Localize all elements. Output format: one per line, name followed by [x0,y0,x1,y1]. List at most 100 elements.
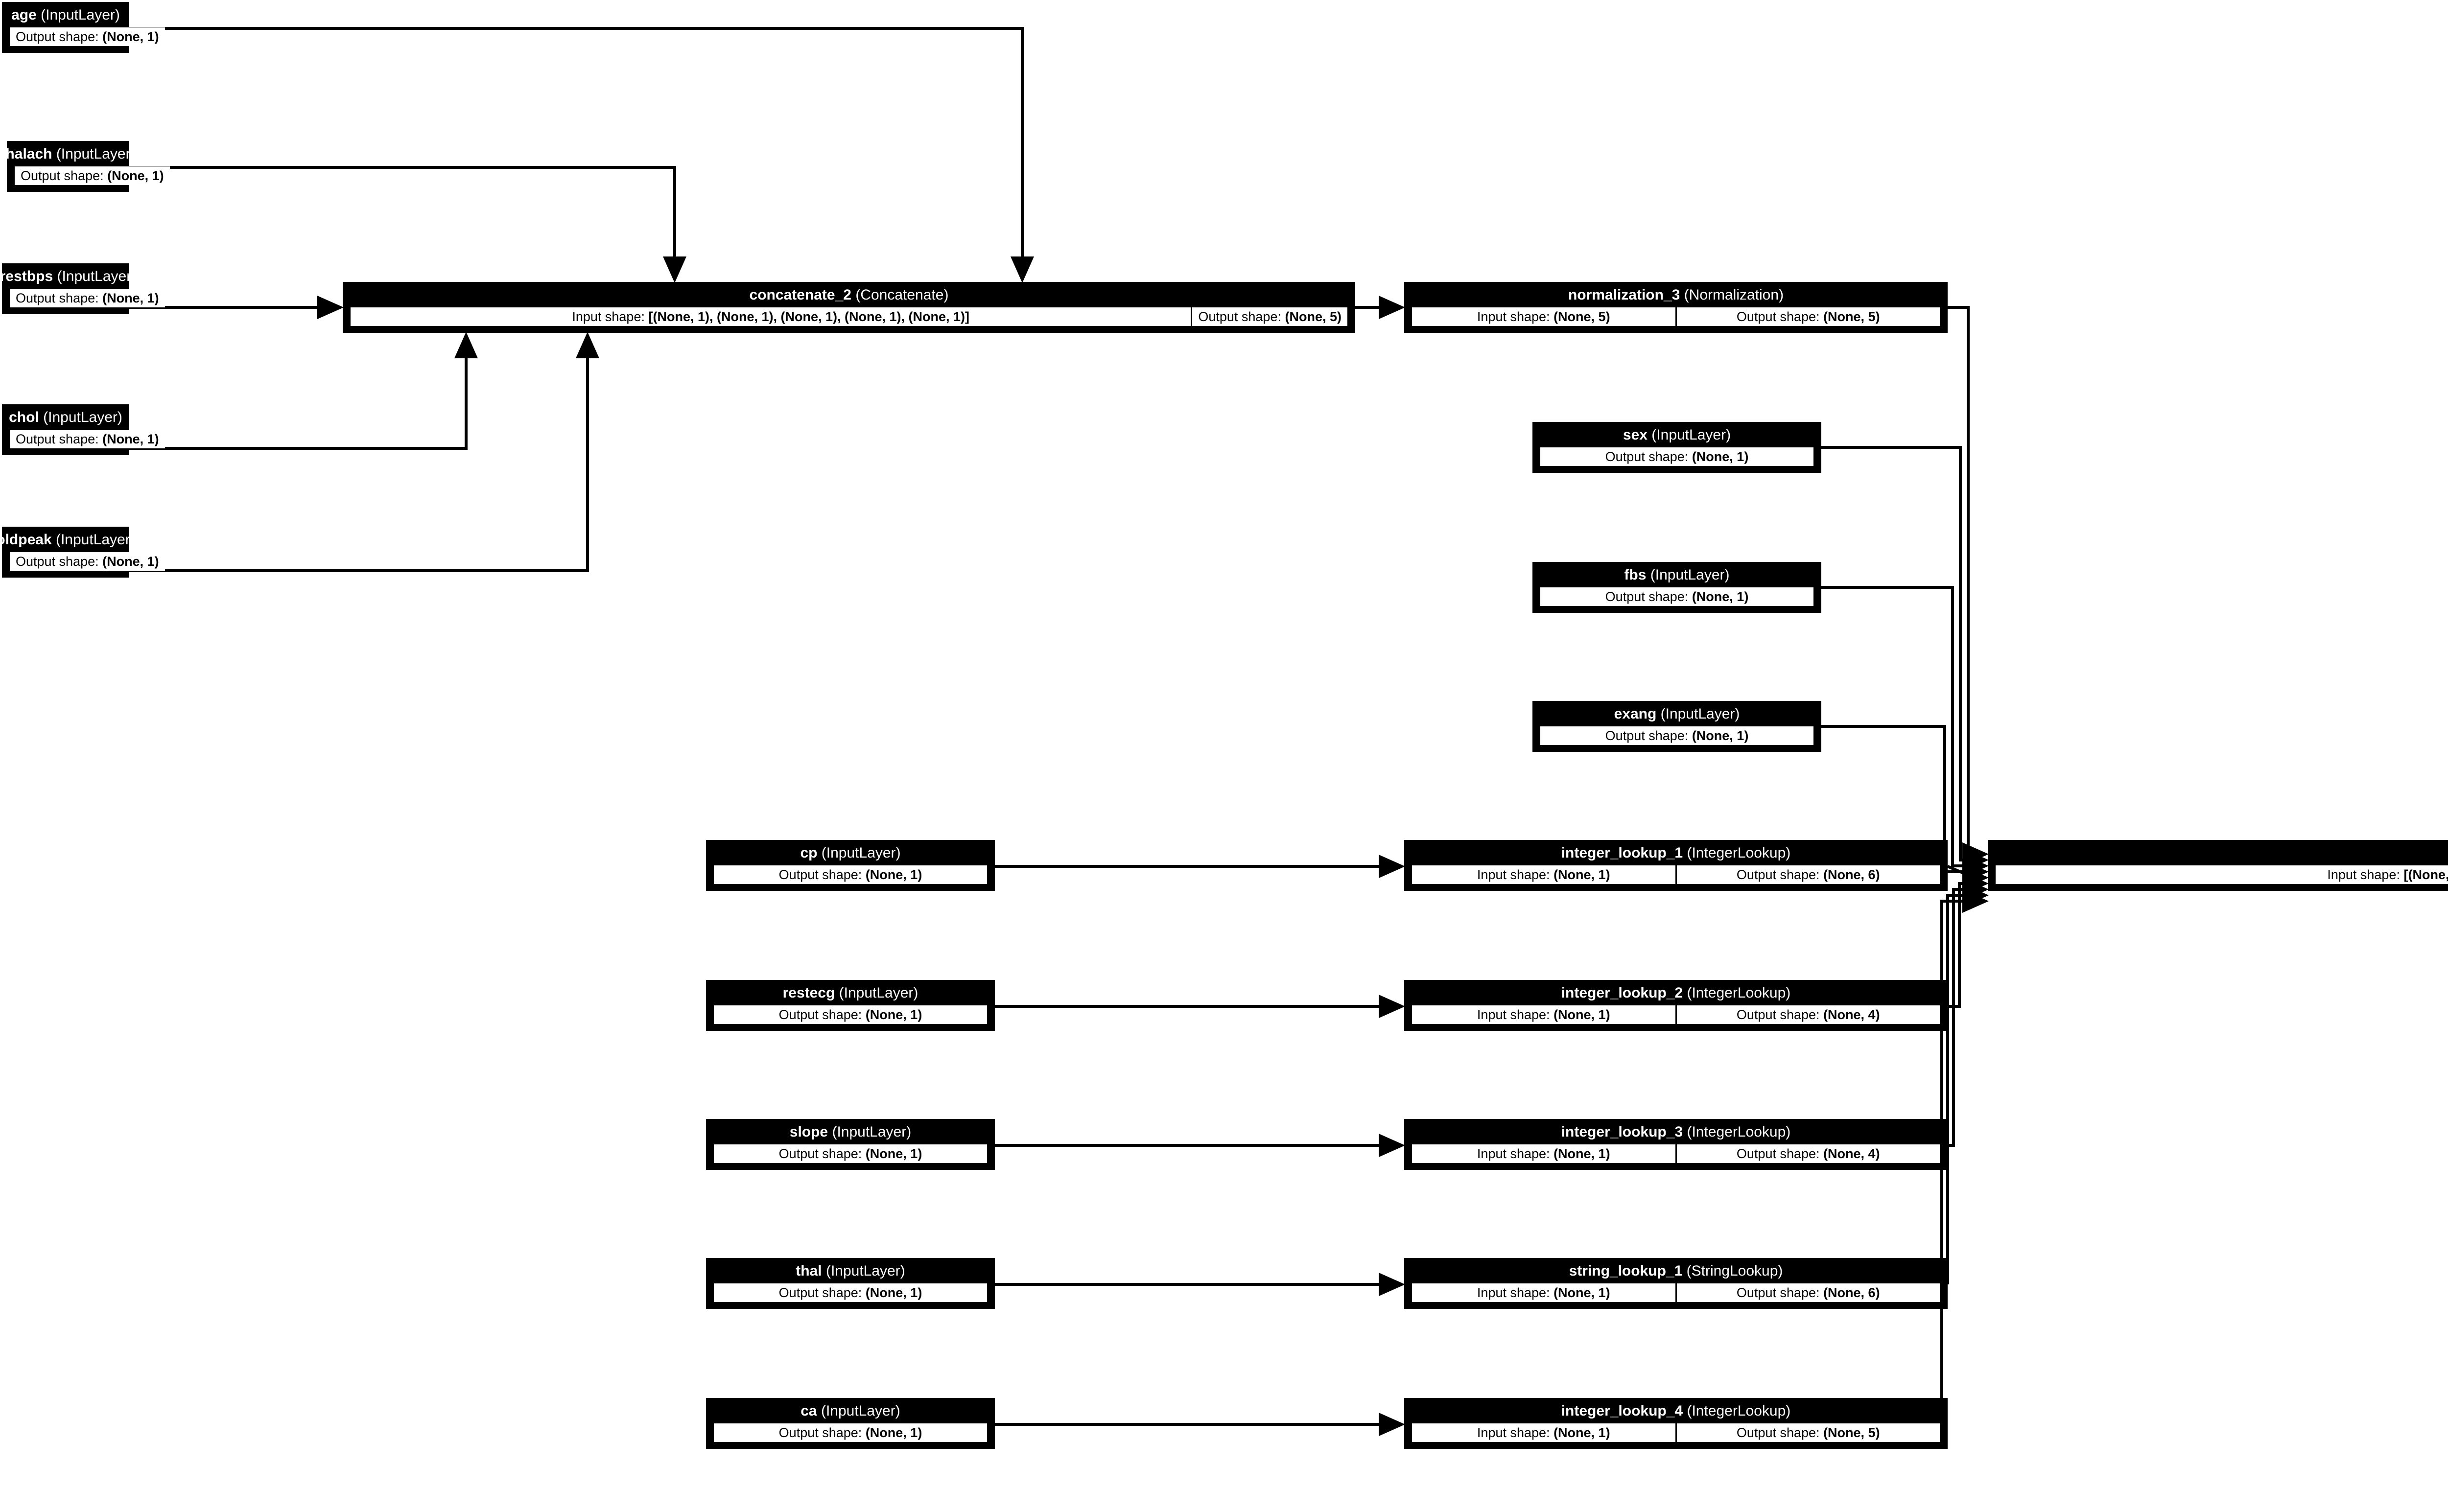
layer-title: integer_lookup_2 (IntegerLookup) [1407,982,1945,1004]
layer-name: ca [800,1403,817,1419]
input-shape-label: Input shape: [1477,1007,1550,1022]
input-shape-cell: Input shape: [(None, 1), (None, 1), (Non… [1996,865,2448,884]
layer-name: integer_lookup_4 [1561,1403,1683,1419]
layer-title: thal (InputLayer) [708,1260,992,1282]
input-shape-value: (None, 1) [1554,1146,1610,1161]
shape-row: Input shape: (None, 1)Output shape: (Non… [1411,1282,1941,1303]
layer-title: exang (InputLayer) [1535,703,1819,725]
output-shape-cell: Output shape: (None, 1) [15,166,170,185]
layer-node-integer_lookup_3[interactable]: integer_lookup_3 (IntegerLookup)Input sh… [1404,1119,1948,1170]
layer-node-concatenate_3[interactable]: concatenate_3 (Concatenate)Input shape: … [1988,840,2448,891]
output-shape-cell: Output shape: (None, 1) [714,865,987,884]
shape-row: Output shape: (None, 1) [13,165,170,186]
edge-chol-to-concatenate_2 [129,332,478,450]
layer-node-sex[interactable]: sex (InputLayer)Output shape: (None, 1) [1532,422,1821,473]
edge-cp-to-integer_lookup_1 [995,855,1405,878]
layer-node-cp[interactable]: cp (InputLayer)Output shape: (None, 1) [706,840,995,891]
output-shape-label: Output shape: [778,1425,862,1440]
output-shape-value: (None, 1) [1692,728,1749,743]
output-shape-label: Output shape: [16,431,99,446]
layer-title: string_lookup_1 (StringLookup) [1407,1260,1945,1282]
layer-class: InputLayer [825,1403,895,1419]
output-shape-cell: Output shape: (None, 1) [714,1283,987,1302]
layer-title: thalach (InputLayer) [0,143,136,165]
layer-node-oldpeak[interactable]: oldpeak (InputLayer)Output shape: (None,… [0,527,165,578]
input-shape-value: [(None, 1), (None, 1), (None, 1), (None,… [648,309,969,324]
input-shape-cell: Input shape: (None, 5) [1412,307,1675,326]
layer-class: InputLayer [62,268,132,285]
layer-node-thal[interactable]: thal (InputLayer)Output shape: (None, 1) [706,1258,995,1309]
layer-class: InputLayer [48,409,118,426]
layer-title: fbs (InputLayer) [1535,564,1819,586]
output-shape-label: Output shape: [21,168,104,183]
output-shape-cell: Output shape: (None, 5) [1191,307,1347,326]
layer-node-string_lookup_1[interactable]: string_lookup_1 (StringLookup)Input shap… [1404,1258,1948,1309]
output-shape-value: (None, 1) [865,1425,922,1440]
layer-node-concatenate_2[interactable]: concatenate_2 (Concatenate)Input shape: … [343,282,1355,333]
layer-name: integer_lookup_3 [1561,1124,1683,1140]
layer-class: InputLayer [60,532,130,548]
shape-row: Input shape: [(None, 1), (None, 1), (Non… [1994,864,2448,885]
input-shape-label: Input shape: [1477,1146,1550,1161]
shape-row: Output shape: (None, 1) [712,1422,989,1443]
layer-title: trestbps (InputLayer) [0,266,136,288]
layer-class: InputLayer [1655,567,1725,583]
input-shape-value: (None, 1) [1554,1425,1610,1440]
layer-name: restecg [782,985,835,1001]
layer-node-exang[interactable]: exang (InputLayer) Output shape: (None, 1… [1532,701,1821,752]
layer-title: age (InputLayer) [4,4,127,26]
input-shape-value: [(None, 1), (None, 1), (None, 1), (None,… [2403,867,2448,882]
layer-node-trestbps[interactable]: trestbps (InputLayer)Output shape: (None… [0,263,165,314]
layer-class: InputLayer [837,1124,907,1140]
input-shape-value: (None, 5) [1554,309,1610,324]
layer-title: integer_lookup_3 (IntegerLookup) [1407,1121,1945,1143]
edge-slope-to-integer_lookup_3 [995,1134,1405,1157]
layer-node-integer_lookup_4[interactable]: integer_lookup_4 (IntegerLookup)Input sh… [1404,1398,1948,1449]
layer-node-integer_lookup_2[interactable]: integer_lookup_2 (IntegerLookup) Input sh… [1404,980,1948,1031]
output-shape-label: Output shape: [1605,728,1689,743]
output-shape-cell: Output shape: (None, 1) [714,1005,987,1024]
input-shape-cell: Input shape: (None, 1) [1412,1423,1675,1442]
input-shape-label: Input shape: [1477,867,1550,882]
shape-row: Input shape: [(None, 1), (None, 1), (Non… [349,306,1349,327]
output-shape-label: Output shape: [1736,1425,1820,1440]
layer-node-thalach[interactable]: thalach (InputLayer)Output shape: (None,… [0,141,170,192]
output-shape-label: Output shape: [778,1285,862,1300]
layer-title: oldpeak (InputLayer) [0,529,135,551]
layer-name: concatenate_2 [749,287,851,303]
layer-node-slope[interactable]: slope (InputLayer)Output shape: (None, 1… [706,1119,995,1170]
layer-title: normalization_3 (Normalization) [1407,284,1945,306]
output-shape-value: (None, 1) [865,1285,922,1300]
output-shape-cell: Output shape: (None, 1) [10,430,165,448]
input-shape-label: Input shape: [1477,1425,1550,1440]
layer-node-chol[interactable]: chol (InputLayer)Output shape: (None, 1) [2,404,165,455]
output-shape-label: Output shape: [1605,589,1689,604]
edge-fbs-to-concatenate_3 [1821,586,1989,878]
output-shape-label: Output shape: [1736,867,1820,882]
output-shape-value: (None, 1) [1692,589,1749,604]
layer-title: restecg (InputLayer) [708,982,992,1004]
layer-node-age[interactable]: age (InputLayer)Output shape: (None, 1) [2,2,165,53]
output-shape-value: (None, 5) [1823,309,1880,324]
output-shape-value: (None, 1) [102,290,159,305]
layer-name: cp [800,845,818,861]
shape-row: Input shape: (None, 1)Output shape: (Non… [1411,1143,1941,1164]
output-shape-value: (None, 5) [1823,1425,1880,1440]
shape-row: Output shape: (None, 1) [8,551,165,572]
shape-row: Output shape: (None, 1) [1539,586,1815,607]
layer-node-integer_lookup_1[interactable]: integer_lookup_1 (IntegerLookup)Input sh… [1404,840,1948,891]
layer-node-restecg[interactable]: restecg (InputLayer)Output shape: (None,… [706,980,995,1031]
output-shape-label: Output shape: [1198,309,1281,324]
layer-node-ca[interactable]: ca (InputLayer)Output shape: (None, 1) [706,1398,995,1449]
output-shape-cell: Output shape: (None, 5) [1675,307,1940,326]
layer-class: Concatenate [860,287,944,303]
shape-row: Output shape: (None, 1) [8,428,165,450]
layer-node-fbs[interactable]: fbs (InputLayer)Output shape: (None, 1) [1532,562,1821,613]
layer-node-normalization_3[interactable]: normalization_3 (Normalization)Input sha… [1404,282,1948,333]
output-shape-value: (None, 1) [865,1007,922,1022]
output-shape-cell: Output shape: (None, 1) [714,1423,987,1442]
input-shape-label: Input shape: [1477,309,1550,324]
layer-name: thalach [0,146,52,163]
layer-name: trestbps [0,268,53,285]
shape-row: Output shape: (None, 1) [8,26,165,47]
